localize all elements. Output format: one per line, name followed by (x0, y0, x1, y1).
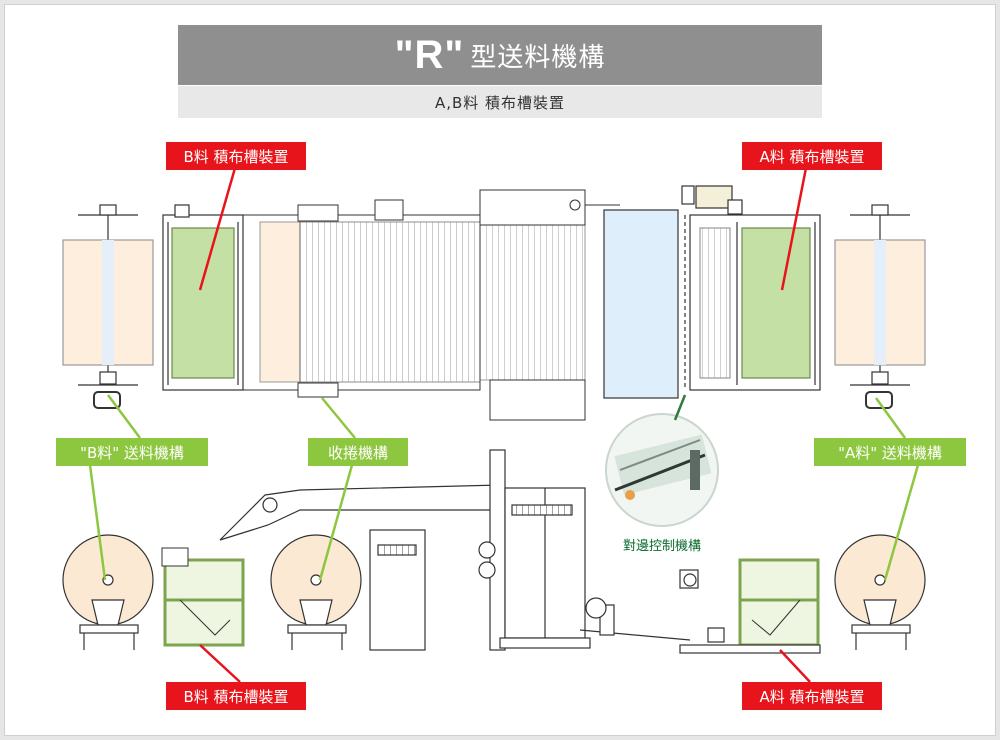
a-tank-top-tag: A料 積布槽裝置 (742, 142, 882, 170)
a-roll-top-view (834, 204, 926, 409)
takeup-roll-side (270, 534, 362, 650)
a-tank-side (738, 558, 820, 647)
edge-control-panel (603, 185, 733, 399)
b-feed-label: "B料" 送料機構 (80, 443, 184, 462)
a-tank-top-view (689, 199, 821, 391)
edge-control-caption: 對邊控制機構 (623, 539, 702, 554)
b-tank-motor (161, 547, 189, 567)
a-tank-bottom-label: A料 積布槽裝置 (759, 687, 865, 706)
main-machine-side (219, 449, 691, 651)
main-machine-top-view (242, 189, 620, 421)
a-tank-base (585, 569, 821, 654)
subtitle-text: A,B料 積布槽裝置 (434, 93, 566, 112)
title-text: 型送料機構 (470, 42, 606, 73)
takeup-tag: 收捲機構 (308, 438, 408, 466)
b-feed-tag: "B料" 送料機構 (56, 438, 208, 466)
a-feed-label: "A料" 送料機構 (838, 443, 942, 462)
a-feed-roll-side (834, 534, 926, 650)
title-r: "R" (394, 32, 465, 77)
b-tank-bottom-label: B料 積布槽裝置 (183, 687, 289, 706)
b-tank-bottom-tag: B料 積布槽裝置 (166, 682, 306, 710)
b-tank-top-tag: B料 積布槽裝置 (166, 142, 306, 170)
b-tank-side (163, 558, 245, 647)
connector-lines (88, 167, 920, 683)
b-tank-top-label: B料 積布槽裝置 (183, 147, 289, 166)
a-feed-tag: "A料" 送料機構 (814, 438, 966, 466)
b-tank-top-view (162, 204, 244, 391)
title-bar: "R" 型送料機構 (178, 25, 822, 85)
b-roll-top-view (62, 204, 154, 409)
takeup-label: 收捲機構 (327, 443, 388, 462)
a-tank-top-label: A料 積布槽裝置 (759, 147, 865, 166)
subtitle-bar: A,B料 積布槽裝置 (178, 86, 822, 118)
a-tank-bottom-tag: A料 積布槽裝置 (742, 682, 882, 710)
edge-control-photo (605, 413, 719, 527)
b-feed-roll-side (62, 534, 154, 650)
